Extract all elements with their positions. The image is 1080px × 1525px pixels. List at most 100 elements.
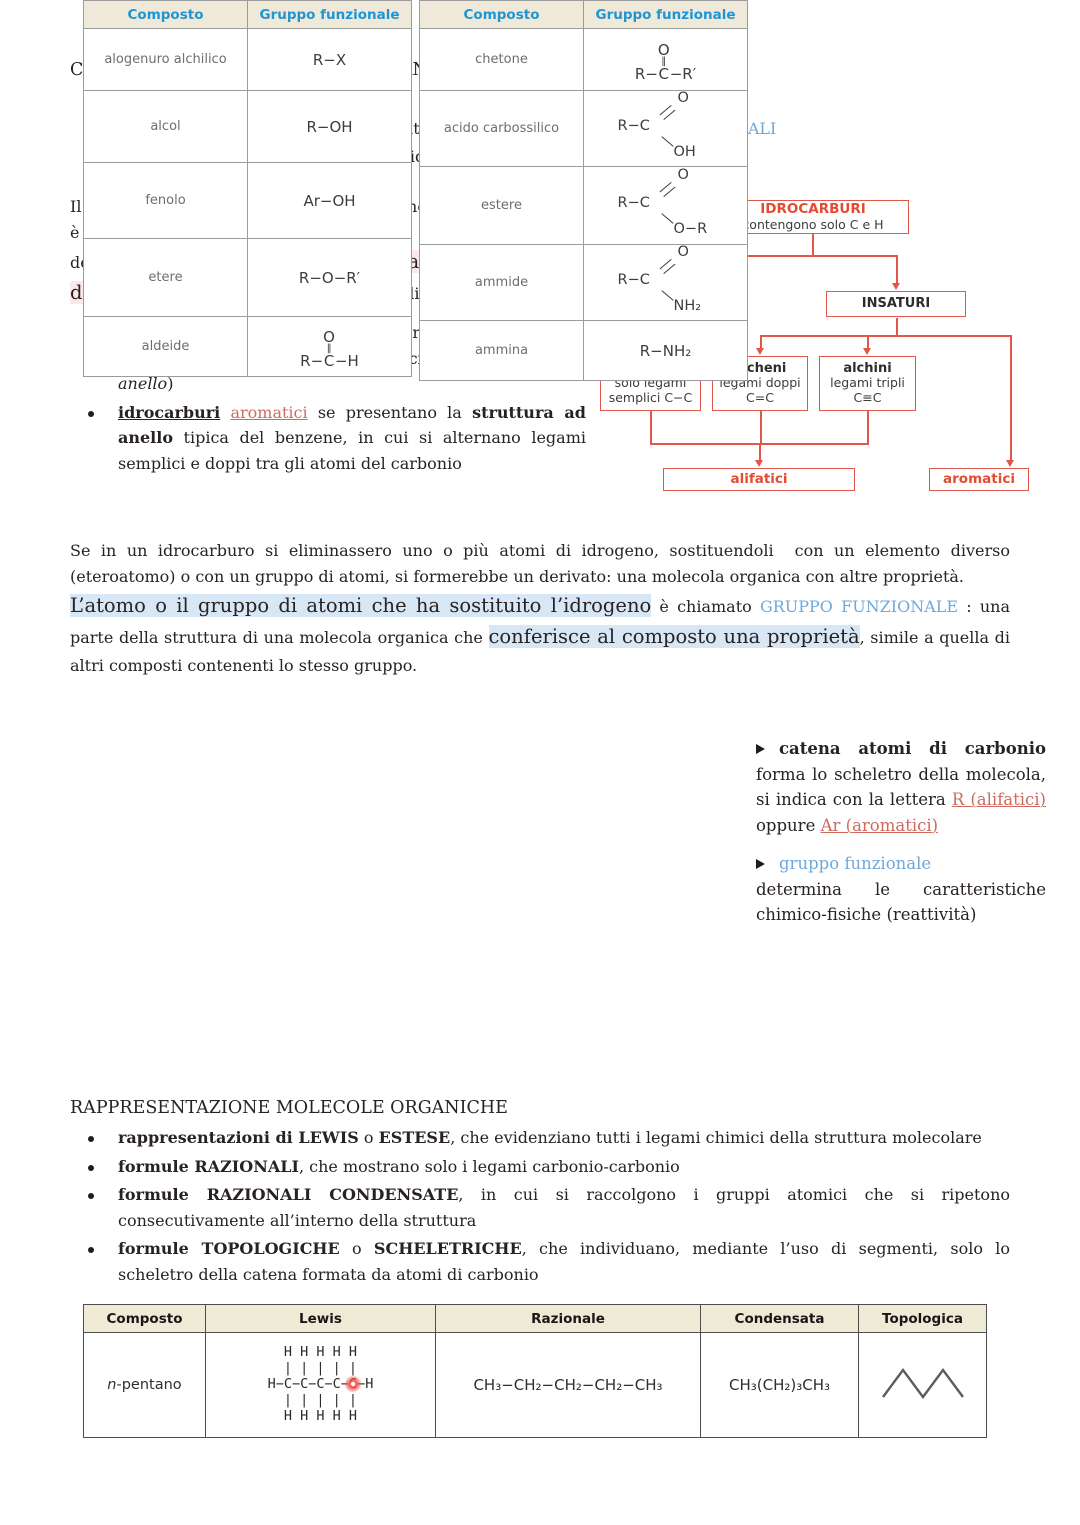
table-header-row: Composto Gruppo funzionale [419,0,748,29]
double-bond: ‖ [326,343,332,355]
bullet-dot-icon [88,1136,94,1142]
list-item-text: formule TOPOLOGICHE o SCHELETRICHE, che … [118,1239,1010,1284]
side-notes: catena atomi di carbonio forma lo schele… [756,736,1046,928]
connector-line [760,335,762,350]
table-row: chetone O ‖ R−C−R′ [419,28,748,91]
list-item: rappresentazioni di LEWIS o ESTESE, che … [70,1125,1010,1151]
formula: R−O−R′ [247,238,412,317]
arrowhead-icon [755,460,763,467]
flow-box-subtitle: contengono solo C e H [742,216,884,232]
connector-line [812,234,814,255]
connector-line [650,411,652,443]
functional-groups-table-right: Composto Gruppo funzionale chetone O ‖ R… [419,0,748,381]
table-row: n-pentano H H H H H | | | | | H−C−C−C−C−… [83,1332,987,1438]
single-bond [660,135,674,147]
list-item: idrocarburi aromatici se presentano la s… [70,400,586,477]
note-item: catena atomi di carbonio forma lo schele… [756,736,1046,838]
table-header-row: Composto Gruppo funzionale [83,0,412,29]
column-header: Lewis [205,1304,436,1333]
arrowhead-icon [1006,460,1014,467]
zigzag-skeleton-icon [881,1367,964,1400]
arrowhead-icon [756,348,764,355]
flow-box-title: IDROCARBURI [760,200,866,217]
table-row: ammina R−NH₂ [419,320,748,381]
functional-groups-table-left: Composto Gruppo funzionale alogenuro alc… [83,0,412,377]
table-row: alogenuro alchilico R−X [83,28,412,91]
note-text: gruppo funzionale determina le caratteri… [756,854,1046,925]
note-item: gruppo funzionale determina le caratteri… [756,851,1046,928]
double-bond [659,181,675,197]
formula: R−C O OH [583,90,748,167]
connector-line [867,411,869,443]
formula: R−OH [247,90,412,163]
table-header-row: Composto Lewis Razionale Condensata Topo… [83,1304,987,1333]
list-item: formule RAZIONALI, che mostrano solo i l… [70,1154,1010,1180]
formula: R−C O NH₂ [583,244,748,321]
table-row: alcol R−OH [83,90,412,163]
representation-list: rappresentazioni di LEWIS o ESTESE, che … [70,1125,1010,1288]
rational-formula: CH₃−CH₂−CH₂−CH₂−CH₃ [435,1332,701,1438]
column-header: Gruppo funzionale [583,0,748,29]
single-bond [660,212,674,224]
table-row: ammide R−C O NH₂ [419,244,748,321]
note-text: catena atomi di carbonio forma lo schele… [756,739,1052,835]
list-item-text: rappresentazioni di LEWIS o ESTESE, che … [118,1128,982,1147]
column-header: Composto [419,0,584,29]
column-header: Condensata [700,1304,859,1333]
lewis-backbone: H−C−C−C−C−C−H [267,1376,374,1393]
list-item-text: formule RAZIONALI, che mostrano solo i l… [118,1156,680,1176]
column-header: Topologica [858,1304,987,1333]
single-bond [660,289,674,301]
arrow-right-icon [756,859,765,870]
connector-line [759,443,761,462]
connector-line [867,335,869,350]
table-row: aldeide O ‖ R−C−H [83,316,412,377]
bullet-dot-icon [88,1193,94,1200]
double-bond [659,258,675,274]
column-header: Gruppo funzionale [247,0,412,29]
arrowhead-icon [863,348,871,355]
column-header: Razionale [435,1304,701,1333]
topological-formula [858,1332,987,1438]
list-item-text: formule RAZIONALI CONDENSATE, in cui si … [118,1185,1011,1230]
compound-name: n-pentano [83,1332,206,1438]
double-bond: ‖ [661,56,667,68]
column-header: Composto [83,0,248,29]
formula: R−X [247,28,412,91]
connector-line [1010,335,1012,462]
pentane-representations-table: Composto Lewis Razionale Condensata Topo… [83,1304,987,1438]
representation-section: RAPPRESENTAZIONE MOLECOLE ORGANICHE rapp… [70,1098,1010,1291]
flow-box-aromatici: aromatici [929,468,1029,491]
connector-line [760,411,762,443]
flow-box-alifatici: alifatici [663,468,855,491]
flow-box-idrocarburi: IDROCARBURI contengono solo C e H [717,200,909,234]
arrow-right-icon [756,744,765,754]
column-header: Composto [83,1304,206,1333]
section-title: RAPPRESENTAZIONE MOLECOLE ORGANICHE [70,1098,508,1118]
bullet-dot-icon [88,1247,94,1254]
list-item: formule RAZIONALI CONDENSATE, in cui si … [70,1182,1010,1233]
double-bond [659,104,675,120]
bullet-dot-icon [88,1164,94,1171]
table-row: acido carbossilico R−C O OH [419,90,748,167]
formula: O ‖ R−C−R′ [583,28,748,91]
formula: R−C O O−R [583,166,748,245]
table-row: etere R−O−R′ [83,238,412,317]
functional-group-paragraph: Se in un idrocarburo si eliminassero uno… [70,541,1016,675]
flow-box-alchini: alchini legami tripli C≡C [819,356,916,411]
bullet-dot-icon [88,410,94,417]
arrowhead-icon [892,283,900,290]
formula: R−NH₂ [583,320,748,381]
table-row: estere R−C O O−R [419,166,748,245]
table-row: fenolo Ar−OH [83,162,412,239]
connector-line [760,335,1012,337]
lewis-structure: H H H H H | | | | | H−C−C−C−C−C−H | | | … [205,1332,436,1438]
condensed-formula: CH₃(CH₂)₃CH₃ [700,1332,859,1438]
list-item-text: idrocarburi aromatici se presentano la s… [118,402,586,473]
connector-line [896,255,898,285]
connector-line [656,255,897,257]
list-item: formule TOPOLOGICHE o SCHELETRICHE, che … [70,1236,1010,1287]
flow-box-insaturi: INSATURI [826,291,966,317]
formula: O ‖ R−C−H [247,316,412,377]
